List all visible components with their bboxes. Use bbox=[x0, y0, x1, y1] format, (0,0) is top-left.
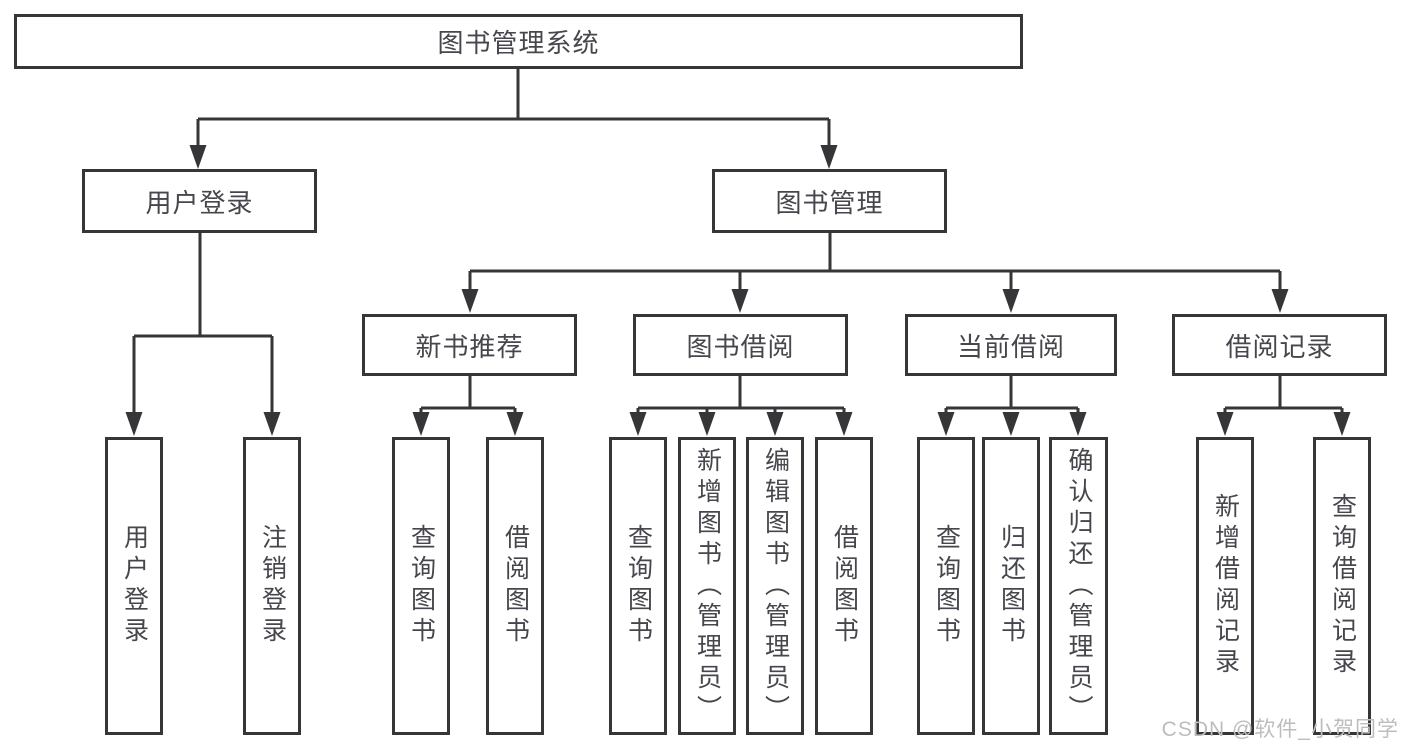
node-label: 图书借阅 bbox=[686, 331, 795, 362]
connector-new-book-children bbox=[412, 376, 524, 436]
node-label: 用户登录 bbox=[145, 187, 254, 218]
leaf-edit-book-admin: 编辑图书（管理员） bbox=[746, 437, 804, 735]
node-label: 用户登录 bbox=[120, 524, 149, 648]
node-label: 查询借阅记录 bbox=[1328, 493, 1357, 679]
node-label: 借阅图书 bbox=[501, 524, 530, 648]
node-new-book-recommend: 新书推荐 bbox=[362, 314, 577, 376]
node-label: 借阅图书 bbox=[830, 524, 859, 648]
connector-book-borrow-children bbox=[629, 376, 853, 436]
connector-root-to-level2 bbox=[189, 69, 838, 169]
node-borrow-record: 借阅记录 bbox=[1172, 314, 1387, 376]
node-label: 查询图书 bbox=[407, 524, 436, 648]
leaf-query-book-3: 查询图书 bbox=[917, 437, 975, 735]
node-label: 新书推荐 bbox=[415, 331, 524, 362]
node-current-borrow: 当前借阅 bbox=[905, 314, 1117, 376]
connector-book-mgmt-to-level3 bbox=[461, 233, 1289, 313]
leaf-query-book-1: 查询图书 bbox=[392, 437, 450, 735]
leaf-borrow-book-2: 借阅图书 bbox=[815, 437, 873, 735]
connector-current-borrow-children bbox=[937, 376, 1087, 436]
leaf-add-borrow-record: 新增借阅记录 bbox=[1196, 437, 1254, 735]
node-label: 归还图书 bbox=[997, 524, 1026, 648]
node-label: 图书管理系统 bbox=[437, 28, 600, 58]
leaf-borrow-book-1: 借阅图书 bbox=[486, 437, 544, 735]
node-label: 新增借阅记录 bbox=[1211, 493, 1240, 679]
node-label: 查询图书 bbox=[624, 524, 653, 648]
csdn-watermark: CSDN @软件_小贺同学 bbox=[1161, 718, 1399, 741]
node-label: 当前借阅 bbox=[956, 331, 1065, 362]
node-label: 新增图书（管理员） bbox=[693, 446, 722, 726]
node-label: 确认归还（管理员） bbox=[1065, 446, 1093, 726]
node-label: 编辑图书（管理员） bbox=[761, 446, 790, 726]
node-book-borrow: 图书借阅 bbox=[633, 314, 848, 376]
leaf-logout: 注销登录 bbox=[243, 437, 301, 735]
node-book-management: 图书管理 bbox=[712, 169, 947, 233]
leaf-confirm-return-admin: 确认归还（管理员） bbox=[1049, 437, 1108, 735]
leaf-query-borrow-record: 查询借阅记录 bbox=[1313, 437, 1371, 735]
connector-borrow-record-children bbox=[1216, 376, 1351, 436]
leaf-return-book: 归还图书 bbox=[982, 437, 1040, 735]
node-root-system: 图书管理系统 bbox=[14, 14, 1023, 69]
node-label: 图书管理 bbox=[775, 187, 884, 218]
node-user-login: 用户登录 bbox=[82, 169, 317, 233]
node-label: 查询图书 bbox=[932, 524, 961, 648]
node-label: 注销登录 bbox=[258, 524, 287, 648]
node-label: 借阅记录 bbox=[1225, 331, 1334, 362]
leaf-user-login: 用户登录 bbox=[105, 437, 163, 735]
leaf-query-book-2: 查询图书 bbox=[609, 437, 667, 735]
leaf-add-book-admin: 新增图书（管理员） bbox=[678, 437, 736, 735]
connector-user-login-children bbox=[125, 233, 281, 436]
